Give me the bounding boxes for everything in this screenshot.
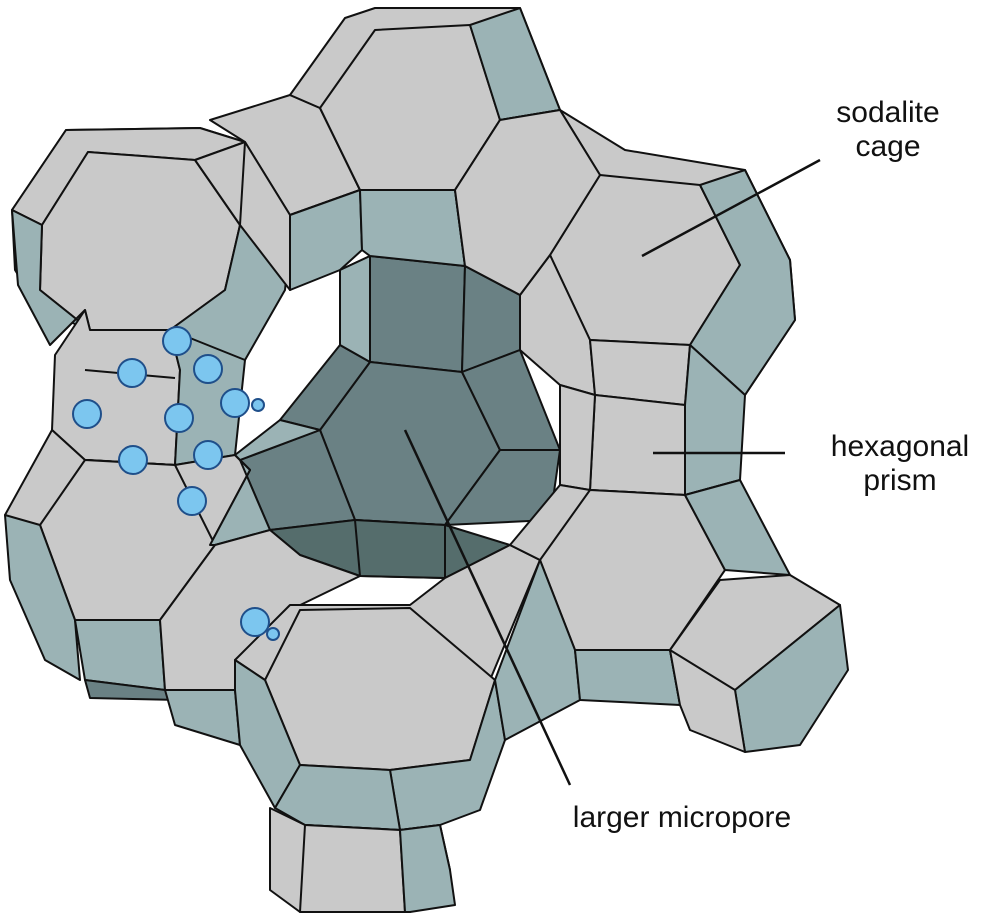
sodalite-leader-line: [641, 158, 821, 258]
atom-small: [251, 398, 265, 412]
leader-lines: [403, 158, 821, 786]
atom: [118, 445, 148, 475]
hexagonal-label-line2: prism: [863, 464, 937, 497]
atom: [164, 403, 194, 433]
atom: [162, 326, 192, 356]
atom: [240, 607, 270, 637]
sodalite-cage-bottom-right: [494, 479, 849, 753]
hexagonal-label-line1: hexagonal: [830, 430, 970, 463]
sodalite-cage-label: sodalite cage: [818, 96, 958, 164]
sodalite-cage-bottom-center: [159, 529, 541, 913]
atom: [117, 358, 147, 388]
atom: [177, 486, 207, 516]
sodalite-label-line2: cage: [855, 130, 921, 163]
atom: [193, 440, 223, 470]
atom: [220, 388, 250, 418]
atom: [72, 399, 102, 429]
hexagonal-prism-label: hexagonal prism: [815, 430, 983, 498]
micropore-interior: [239, 255, 561, 579]
sodalite-label-line1: sodalite: [836, 96, 940, 129]
sodalite-cage-top-right: [454, 109, 796, 396]
hexagonal-prism-right: [559, 339, 746, 496]
atom: [193, 354, 223, 384]
sodalite-cage-top-left: [11, 127, 291, 371]
micropore-label: larger micropore: [572, 801, 792, 834]
micropore-leader-line: [403, 429, 572, 786]
atom-small: [266, 627, 280, 641]
atom-group: [72, 326, 280, 641]
